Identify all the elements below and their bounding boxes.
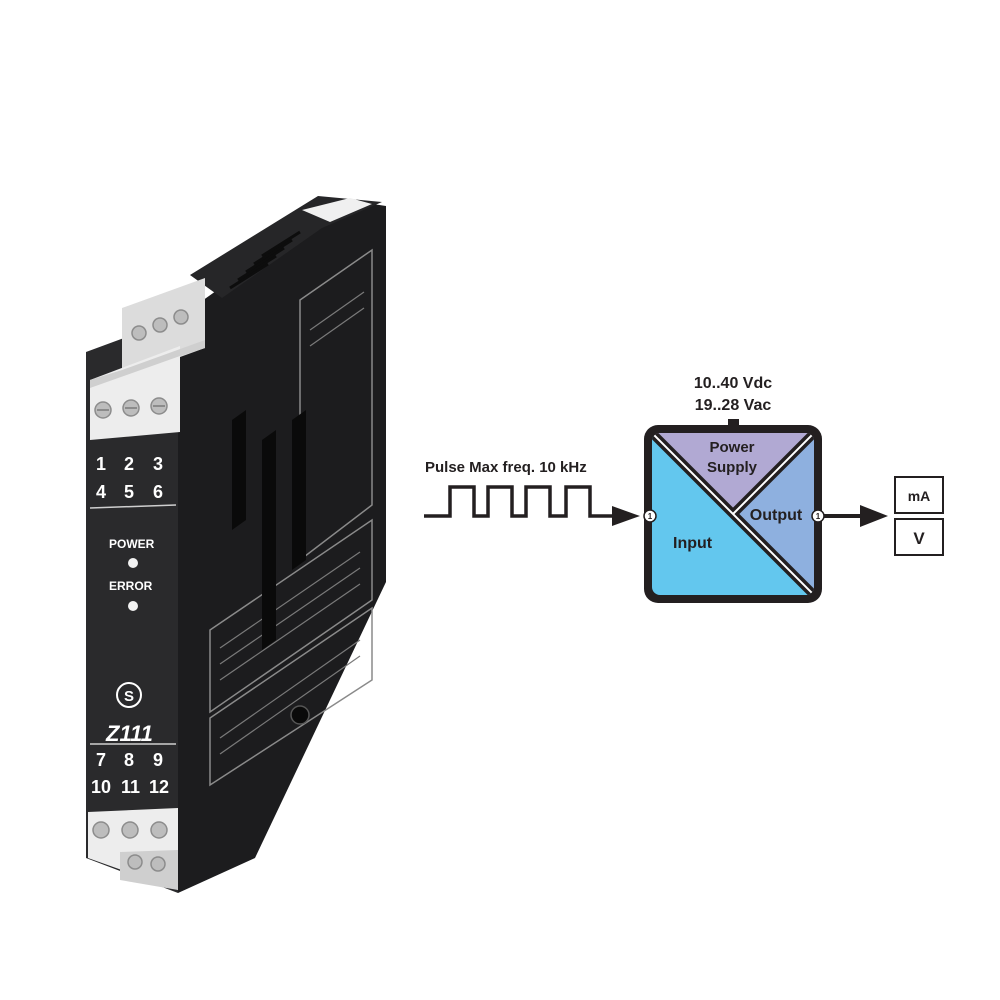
terminal-number: 12 [149, 777, 169, 797]
power-led-label: POWER [109, 537, 155, 551]
supply-voltage-ac: 19..28 Vac [695, 397, 772, 414]
bottom-screws [92, 821, 168, 872]
input-arrow-head [612, 506, 640, 526]
terminal-number: 9 [153, 750, 163, 770]
screw-icon [152, 317, 168, 333]
terminal-number: 8 [124, 750, 134, 770]
top-screws [94, 309, 189, 419]
side-label-lines [219, 291, 365, 755]
screw-icon [121, 821, 139, 839]
vent-grille [229, 230, 301, 290]
terminal-number: 1 [96, 454, 106, 474]
input-label: Input [673, 535, 713, 552]
front-divider-top [89, 504, 177, 509]
terminal-number: 3 [153, 454, 163, 474]
supply-voltage-dc: 10..40 Vdc [694, 375, 772, 392]
output-ma-label: mA [908, 488, 931, 504]
z111-device: 1 2 3 4 5 6 POWER ERROR S Z111 7 8 9 10 … [86, 196, 386, 893]
top-terminal-block [90, 278, 205, 440]
screw-icon [131, 325, 147, 341]
input-port-number: 1 [648, 512, 653, 521]
block-diagram: 10..40 Vdc 19..28 Vac Pulse Max freq. 10… [424, 375, 944, 603]
error-led-label: ERROR [109, 579, 153, 593]
terminal-number: 4 [96, 482, 106, 502]
output-label: Output [750, 507, 803, 524]
screw-icon [150, 821, 168, 839]
device-top-ridge [190, 196, 382, 298]
pulse-label: Pulse Max freq. 10 kHz [425, 459, 587, 476]
dip-switch-slots [232, 410, 306, 650]
screw-icon [173, 309, 189, 325]
power-supply-label-2: Supply [707, 459, 758, 476]
output-arrow-head [860, 505, 888, 527]
output-v-label: V [913, 529, 925, 548]
terminal-number: 2 [124, 454, 134, 474]
input-port-marker [643, 509, 657, 523]
output-v-box [894, 518, 944, 556]
terminal-number: 10 [91, 777, 111, 797]
brand-logo-icon [116, 682, 142, 708]
power-led [128, 558, 138, 568]
supply-connector [728, 419, 739, 427]
pulse-waveform [424, 485, 612, 518]
error-led [128, 601, 138, 611]
model-name: Z111 [105, 721, 153, 746]
output-region [733, 433, 814, 595]
din-clip [302, 198, 372, 222]
power-supply-region [652, 433, 814, 514]
output-port-number: 1 [816, 512, 821, 521]
terminal-number: 6 [153, 482, 163, 502]
bottom-terminal-numbers: 7 8 9 10 11 12 [91, 750, 169, 797]
top-terminal-numbers: 1 2 3 4 5 6 [96, 454, 163, 502]
terminal-number: 5 [124, 482, 134, 502]
screw-icon [92, 821, 110, 839]
brand-logo-letter: S [124, 688, 134, 705]
side-jack [290, 705, 310, 725]
device-side-panel [178, 200, 386, 893]
output-ma-box [894, 476, 944, 514]
terminal-number: 7 [96, 750, 106, 770]
screw-icon [127, 854, 143, 870]
bottom-terminal-block [88, 808, 178, 890]
power-supply-label-1: Power [709, 439, 754, 456]
screw-icon [150, 856, 166, 872]
terminal-number: 11 [121, 777, 140, 797]
